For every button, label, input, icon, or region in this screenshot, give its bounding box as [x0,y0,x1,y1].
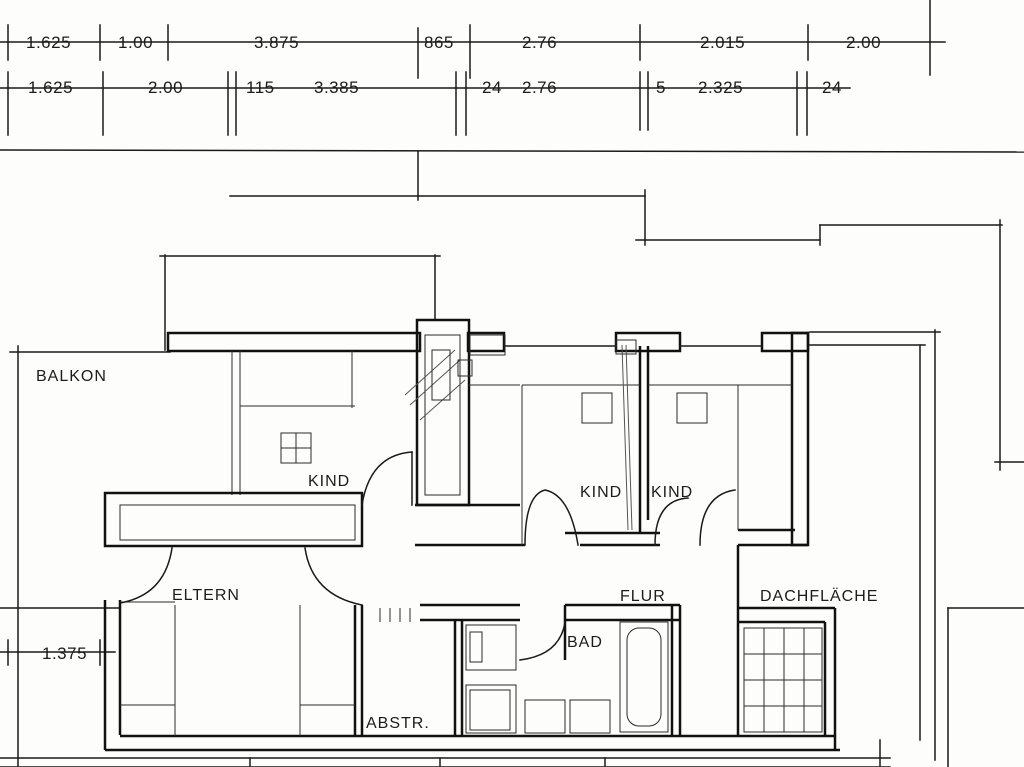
dim-1-3: 3.875 [254,33,299,52]
room-kind-middle: KIND [580,484,622,501]
walls [103,254,840,752]
dim-2-9: 24 [822,78,842,97]
dim-1-6: 2.015 [700,33,745,52]
dim-2-7: 5 [656,78,666,97]
room-abstellraum: ABSTR. [366,715,430,732]
room-kind-right: KIND [651,484,693,501]
dim-2-8: 2.325 [698,78,743,97]
bottom-band [0,739,891,767]
interior-details [120,334,823,736]
dim-1-1: 1.625 [26,33,71,52]
room-kind-left: KIND [308,473,350,490]
door-swings [119,451,736,661]
dim-2-3: 115 [246,78,275,97]
room-labels: BALKON KIND KIND KIND ELTERN FLUR DACHFL… [36,368,878,732]
room-balkon: BALKON [36,368,107,385]
dim-1-7: 2.00 [846,33,881,52]
dim-1-4: 865 [424,33,454,52]
dim-side: 1.375 [42,644,87,663]
room-flur: FLUR [620,588,666,605]
dim-2-5: 24 [482,78,502,97]
dimension-labels: 1.625 1.00 3.875 865 2.76 2.015 2.00 1.6… [26,33,881,663]
chimney-hatch [404,334,506,421]
dim-2-4: 3.385 [314,78,359,97]
dim-2-2: 2.00 [148,78,183,97]
dim-2-1: 1.625 [28,78,73,97]
dim-1-5: 2.76 [522,33,557,52]
room-dachflaeche: DACHFLÄCHE [760,587,878,605]
skylight-grid [743,627,823,733]
dim-2-6: 2.76 [522,78,557,97]
room-bad: BAD [567,634,603,651]
dim-1-2: 1.00 [118,33,153,52]
room-eltern: ELTERN [172,587,240,604]
